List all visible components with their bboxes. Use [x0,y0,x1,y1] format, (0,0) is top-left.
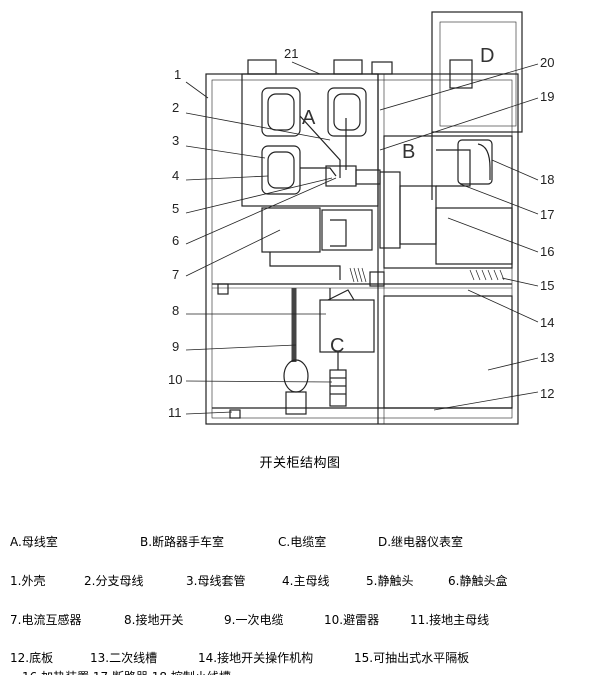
legend-item: 6.静触头盒 [448,574,508,588]
figure-caption: 开关柜结构图 [259,456,341,471]
callout-9: 9 [172,339,179,354]
legend-item: 10.避雷器 [324,613,380,627]
legend-item: A.母线室 [10,535,58,549]
switchgear-cabinet-diagram: A B C D 1 2 3 4 5 6 7 8 9 10 11 12 13 14… [168,11,554,425]
cabinet-outer-shell [205,73,519,425]
callout-21: 21 [284,46,298,61]
legend-item: 2.分支母线 [84,574,144,588]
callout-12: 12 [540,386,554,401]
callout-7: 7 [172,267,179,282]
compartment-b-box [383,135,513,269]
callout-10: 10 [168,372,182,387]
compartment-label-b: B [402,141,415,163]
legend-item: 14.接地开关操作机构 [198,651,314,665]
callout-6: 6 [172,233,179,248]
callout-20: 20 [540,55,554,70]
legend-item: 7.电流互感器 [10,613,82,627]
callout-1: 1 [174,67,181,82]
callout-13: 13 [540,350,554,365]
callout-8: 8 [172,303,179,318]
callout-4: 4 [172,168,179,183]
legend-item: C.电缆室 [278,535,327,549]
legend-item: 1.外壳 [10,574,46,588]
callout-5: 5 [172,201,179,216]
compartment-d-box [431,11,523,133]
callout-2: 2 [172,100,179,115]
legend-item: 3.母线套管 [186,574,246,588]
compartment-label-c: C [330,335,344,357]
callout-11: 11 [168,405,182,420]
callout-16: 16 [540,244,554,259]
legend-item: 13.二次线槽 [90,651,158,665]
legend-item: 9.一次电缆 [224,613,284,627]
callout-14: 14 [540,315,554,330]
compartment-label-d: D [480,45,494,67]
legend-item: 8.接地开关 [124,613,184,627]
callout-18: 18 [540,172,554,187]
legend-item: 5.静触头 [366,574,414,588]
legend-row-partial: 16.加热装置 17.断路器 18.控制小线槽 [22,670,231,684]
compartment-c-box [319,299,375,353]
callout-15: 15 [540,278,554,293]
compartment-label-a: A [302,107,316,129]
legend-item: 15.可抽出式水平隔板 [354,651,470,665]
legend-item: D.继电器仪表室 [378,535,464,549]
legend-item: 4.主母线 [282,574,330,588]
callout-17: 17 [540,207,554,222]
legend-item: B.断路器手车室 [140,535,225,549]
legend-item: 12.底板 [10,651,54,665]
legend-item: 11.接地主母线 [410,613,490,627]
callout-19: 19 [540,89,554,104]
callout-3: 3 [172,133,179,148]
